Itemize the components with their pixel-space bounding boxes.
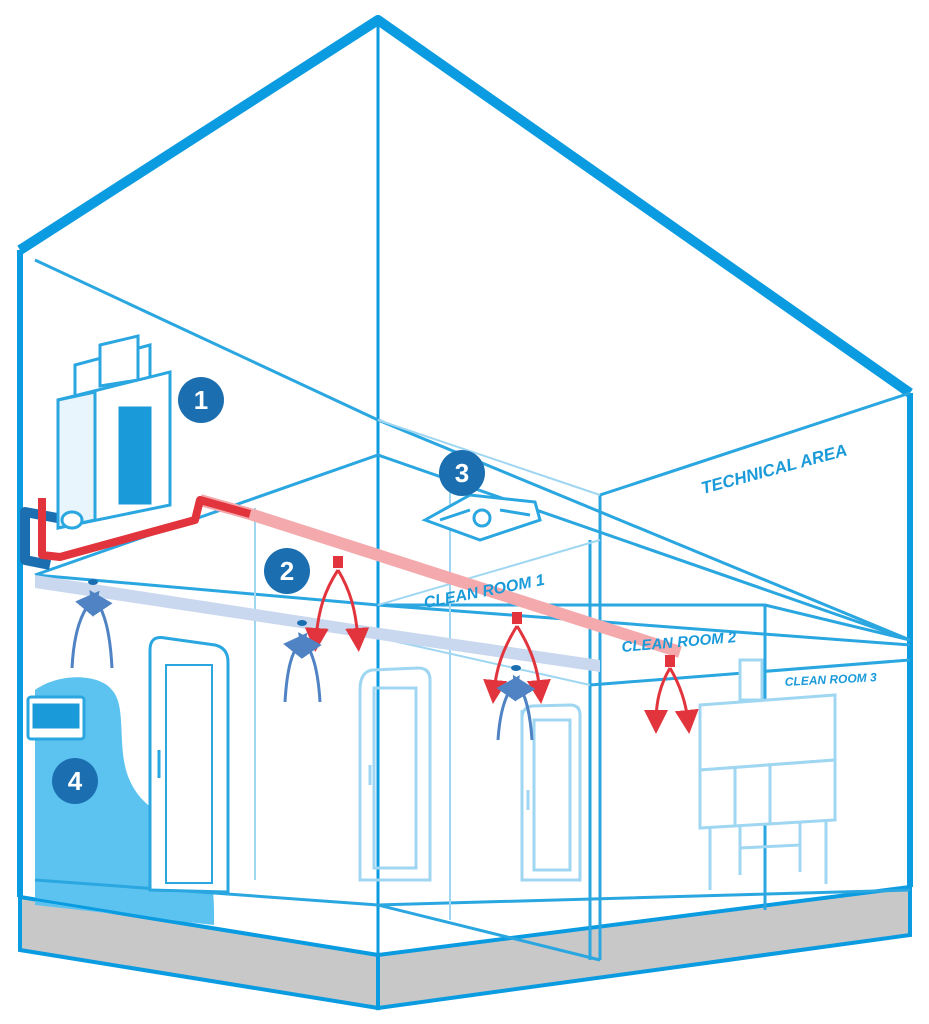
badge-3: 3 [439,450,485,496]
wall-unit [26,695,86,741]
return-grille-1 [70,579,114,669]
label-technical-area: TECHNICAL AREA [699,441,849,498]
badge-2: 2 [264,548,310,594]
badge-2-number: 2 [280,556,294,586]
badge-4-number: 4 [68,766,83,796]
safety-cabinet [698,658,837,890]
return-pipe [20,507,69,570]
supply-pipe [38,496,252,561]
return-grille-2 [283,620,322,703]
ceiling-cassette [421,493,542,542]
door-right [520,703,582,882]
return-grille-3 [496,665,536,741]
building-frame [17,15,913,1008]
supply-diffuser-3 [644,655,699,734]
supply-diffuser-1 [304,556,370,652]
air-handling-unit [56,334,172,530]
supply-diffuser-2 [483,612,551,704]
badge-1-number: 1 [194,385,208,415]
label-clean-room-3: CLEAN ROOM 3 [784,670,877,689]
badge-3-number: 3 [455,458,469,488]
door-middle [358,666,432,882]
badge-1: 1 [178,377,224,423]
badge-4: 4 [52,758,98,804]
door-left [148,636,230,894]
